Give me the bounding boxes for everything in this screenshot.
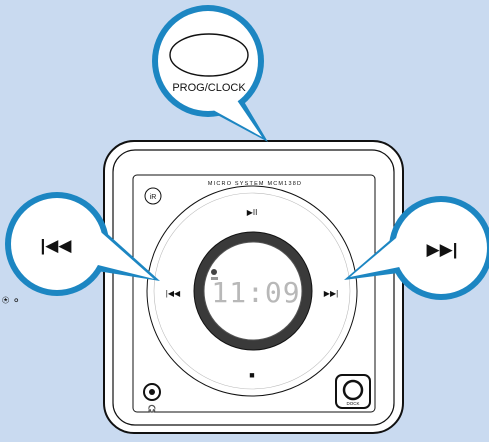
dock-label: DOCK <box>346 401 359 406</box>
next-button[interactable]: ▶▶| <box>324 289 338 298</box>
prog-clock-callout-tail-fill <box>186 90 262 137</box>
clock-display: 11:09 <box>211 276 300 309</box>
prev-callout-icon: |◀◀ <box>41 236 73 255</box>
next-callout-tail-fill <box>350 228 414 277</box>
ir-sensor-icon <box>144 187 162 205</box>
prev-callout <box>11 198 103 290</box>
play-pause-button[interactable]: ▶II <box>247 208 258 217</box>
stop-button[interactable]: ■ <box>249 370 254 380</box>
prog-clock-label: PROG/CLOCK <box>172 82 246 94</box>
alarm-icon <box>211 269 217 275</box>
next-callout <box>395 202 487 294</box>
side-mark-icon: ⍟ ∘ <box>2 293 20 307</box>
prev-callout-tail-fill <box>86 226 154 279</box>
prev-button[interactable]: |◀◀ <box>166 289 181 298</box>
ir-label: iR <box>150 194 157 201</box>
next-callout-icon: ▶▶| <box>427 240 458 259</box>
prog-clock-button[interactable] <box>169 33 249 77</box>
dock-icon <box>342 379 364 401</box>
control-ring-inner-edge <box>153 192 351 390</box>
model-name: MICRO SYSTEM MCM138D <box>208 181 302 187</box>
indicator-icon <box>211 277 218 280</box>
headphone-jack-hole <box>149 389 155 395</box>
display-screen <box>203 241 303 341</box>
headphone-icon: 🎧 <box>148 404 157 413</box>
